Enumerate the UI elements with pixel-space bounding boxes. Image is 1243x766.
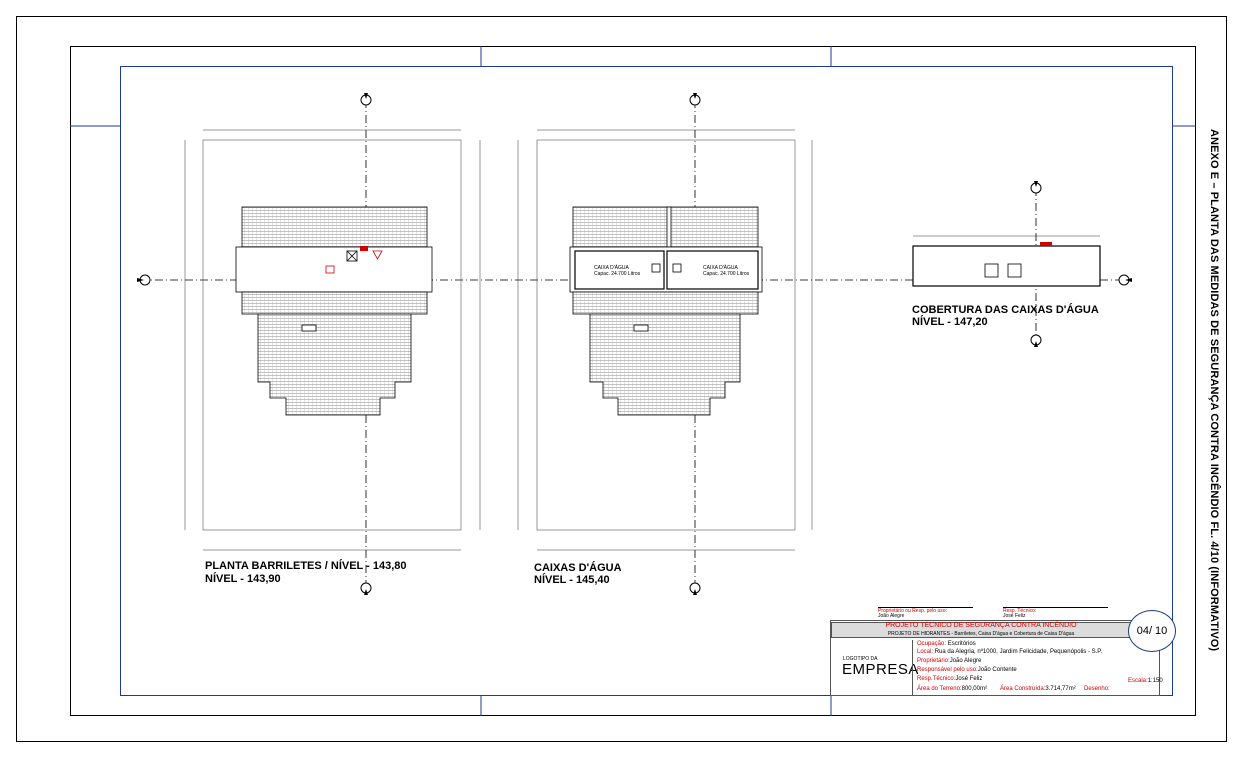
project-title: PROJETO TÉCNICO DE SEGURANÇA CONTRA INCÊ…	[885, 622, 1077, 629]
caixas-level: NÍVEL - 145,40	[534, 574, 610, 586]
drawing-area-border	[120, 66, 1173, 696]
cobertura-title: COBERTURA DAS CAIXAS D'ÁGUA	[912, 304, 1099, 316]
section-marker-icon	[689, 93, 701, 106]
signature-line-tech	[1003, 607, 1108, 608]
title-block	[830, 620, 1160, 696]
desenho-row: Desenho:	[1084, 686, 1110, 692]
sheet-middle-border	[70, 46, 1196, 716]
signature-line-owner	[878, 607, 973, 608]
tech-signature-name: José Feliz	[1003, 613, 1026, 619]
resp-tecnico-row: Resp.Técnico:José Feliz	[917, 676, 983, 682]
area-construida-row: Área Construída:3.714,77m²	[1000, 686, 1076, 692]
company-logo: EMPRESA	[842, 661, 919, 678]
owner-signature-label: Proprietário ou Resp. pelo uso:	[878, 608, 947, 614]
section-marker-icon	[137, 274, 151, 286]
barriletes-level: NÍVEL - 143,90	[205, 573, 281, 585]
section-marker-icon	[360, 93, 372, 106]
project-subtitle: PROJETO DE HIDRANTES - Barriletes, Caixa…	[887, 631, 1075, 637]
local-row: Local: Rua da Alegria, nº1000, Jardim Fe…	[917, 649, 1103, 655]
sheet-outer-border	[16, 16, 1227, 742]
cobertura-plan	[912, 235, 1101, 287]
sheet-side-title: ANEXO E – PLANTA DAS MEDIDAS DE SEGURANÇ…	[1196, 90, 1232, 690]
proprietario-row: Proprietário:João Alegre	[917, 658, 982, 664]
section-marker-icon	[689, 582, 701, 595]
tech-signature-label: Resp. Técnico:	[1003, 608, 1037, 614]
responsavel-row: Responsável pelo uso:João Contente	[917, 667, 1017, 673]
cobertura-level: NÍVEL - 147,20	[912, 316, 988, 328]
caixas-plan	[517, 129, 813, 551]
logo-caption: LOGOTIPO DA	[843, 656, 878, 662]
tank1-capacity: Capac. 24.700 Litros	[594, 271, 641, 277]
caixas-title: CAIXAS D'ÁGUA	[534, 562, 622, 574]
section-marker-icon	[1030, 181, 1042, 194]
owner-signature-name: João Alegre	[878, 613, 905, 619]
ocupacao-row: Ocupação: Escritórios	[917, 641, 976, 647]
sheet-number: 04/ 10	[1136, 625, 1168, 637]
title-block-divider	[912, 640, 913, 696]
barriletes-title: PLANTA BARRILETES / NÍVEL - 143,80	[205, 560, 407, 572]
sheet-number-badge: 04/ 10	[1128, 610, 1176, 652]
escala-row: Escala:1:150	[1128, 678, 1163, 684]
section-marker-icon	[1118, 274, 1132, 286]
tank1-name: CAIXA D'ÁGUA	[594, 265, 629, 271]
section-marker-icon	[1030, 334, 1042, 347]
barriletes-plan	[184, 129, 481, 551]
side-title-text: ANEXO E – PLANTA DAS MEDIDAS DE SEGURANÇ…	[1208, 128, 1220, 652]
tank2-name: CAIXA D'ÁGUA	[703, 265, 738, 271]
section-marker-icon	[360, 582, 372, 595]
area-terreno-row: Área do Terreno:800,00m²	[917, 686, 987, 692]
tank2-capacity: Capac. 24.700 Litros	[703, 271, 750, 277]
